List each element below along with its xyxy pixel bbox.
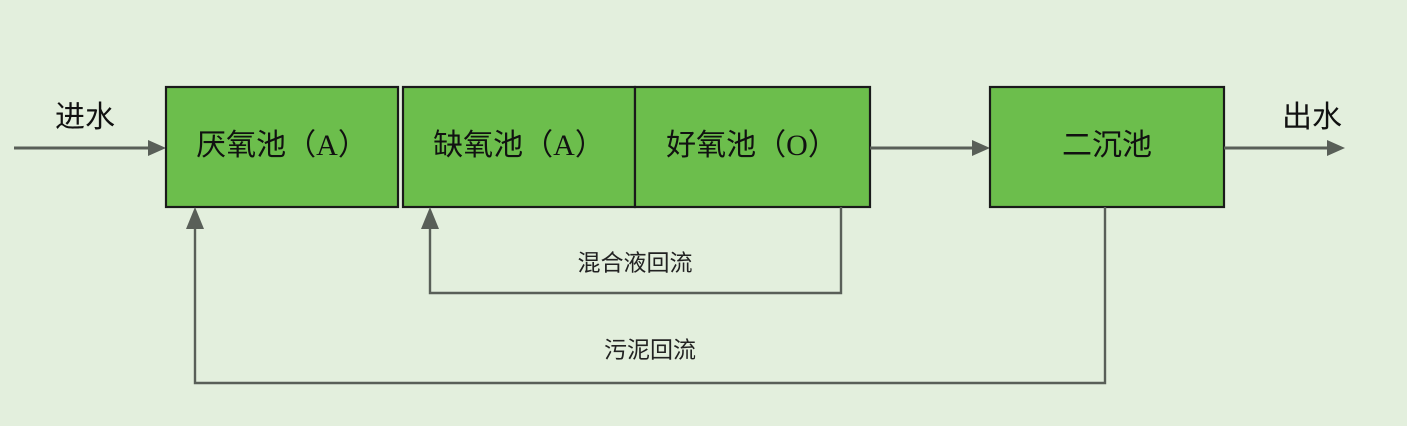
pool-secondary-clarifier[interactable] xyxy=(988,85,1226,209)
pool-anaerobic[interactable] xyxy=(164,85,400,209)
pool-anaerobic-label: 厌氧池（A） xyxy=(196,129,368,162)
mixed-liquor-return-label: 混合液回流 xyxy=(578,250,693,275)
influent-label: 进水 xyxy=(55,101,115,134)
aerobic-to-clarifier-arrow xyxy=(870,140,990,156)
sludge-return-path xyxy=(186,207,1107,385)
effluent-label: 出水 xyxy=(1282,101,1342,134)
influent-flow-arrow xyxy=(14,140,166,156)
pool-aerobic-label: 好氧池（O） xyxy=(666,129,838,162)
mixed-liquor-return-path xyxy=(421,207,843,295)
effluent-flow-arrow xyxy=(1224,140,1345,156)
pool-anoxic[interactable] xyxy=(401,85,637,209)
pool-aerobic[interactable] xyxy=(633,85,872,209)
sludge-return-label: 污泥回流 xyxy=(604,337,696,362)
pool-anoxic-label: 缺氧池（A） xyxy=(433,129,605,162)
pool-secondary-clarifier-label: 二沉池 xyxy=(1062,129,1152,162)
